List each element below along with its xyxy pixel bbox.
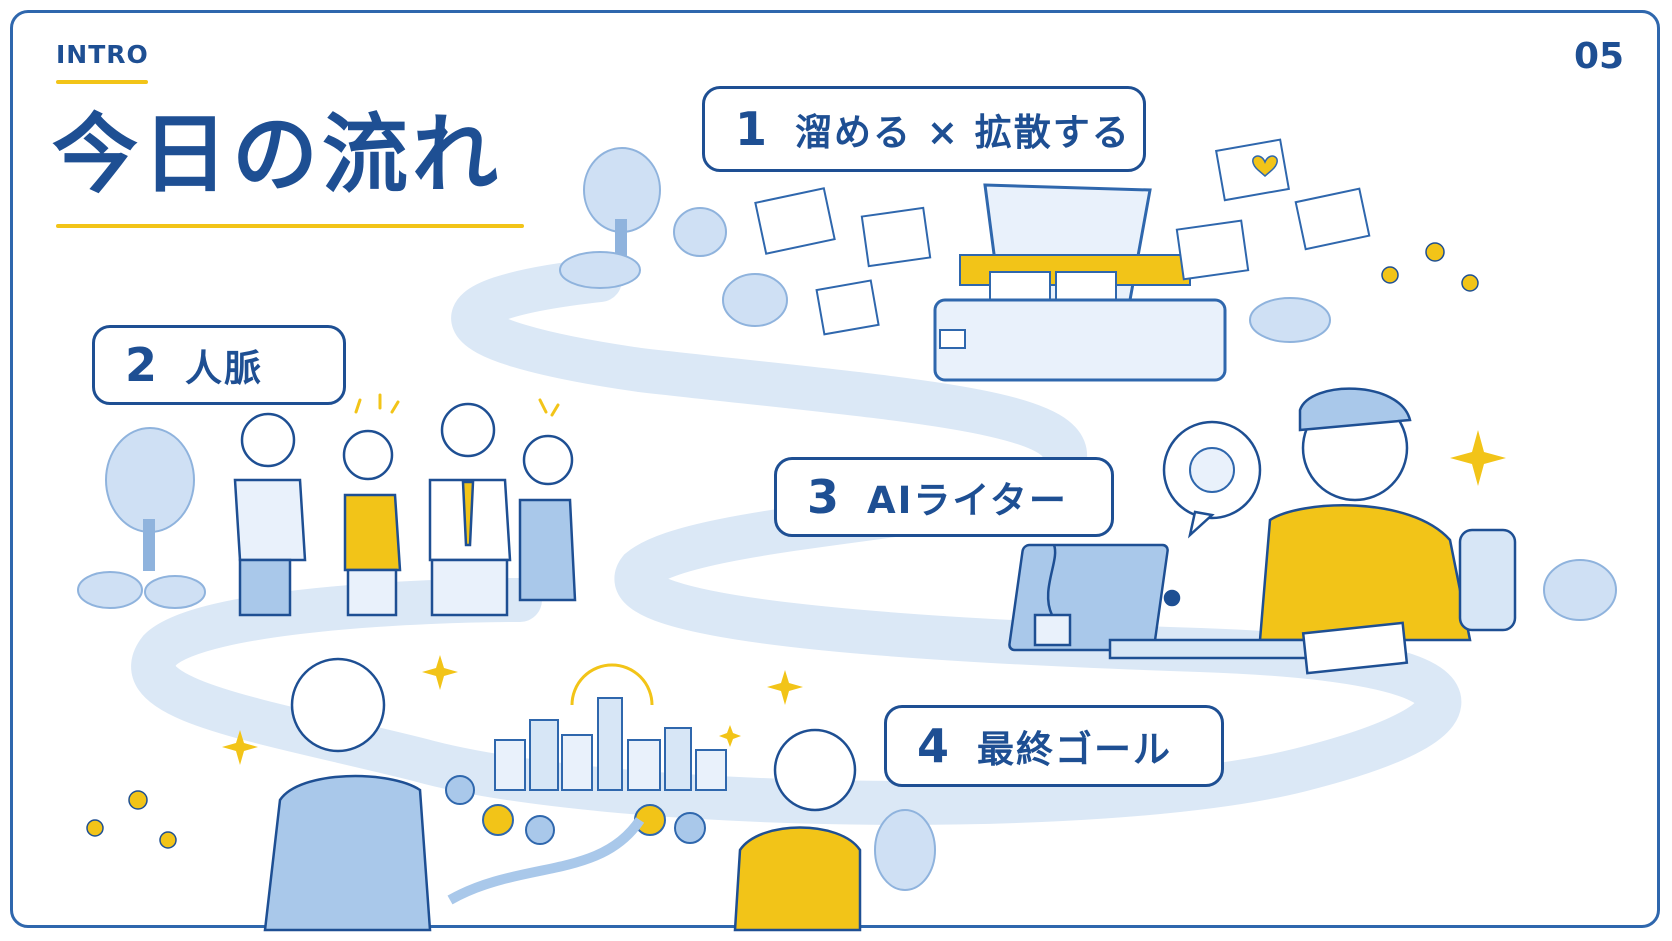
- ai-brain-bubble-icon: [1162, 420, 1262, 539]
- city-goal-illustration: [263, 657, 862, 932]
- people-group-illustration: [233, 402, 577, 617]
- step-2-box: 2 人脈: [92, 325, 346, 405]
- flower-icon: [86, 242, 1479, 849]
- step-label: 人脈: [185, 347, 264, 390]
- step-3-box: 3 AIライター: [774, 457, 1114, 537]
- step-number: 3: [807, 470, 840, 524]
- tree-icon: [77, 147, 1617, 891]
- step-1-box: 1 溜める × 拡散する: [702, 86, 1146, 172]
- step-label: 最終ゴール: [977, 728, 1173, 771]
- ai-writer-illustration: [1008, 387, 1517, 675]
- title-underline: [56, 224, 524, 228]
- suitcase-illustration: [754, 138, 1371, 382]
- sparkle-icon: [354, 393, 560, 417]
- step-number: 4: [917, 719, 950, 773]
- step-number: 2: [125, 338, 158, 392]
- step-label: 溜める × 拡散する: [795, 111, 1131, 154]
- section-label: INTRO: [56, 40, 149, 69]
- star-icon: [222, 430, 1506, 765]
- section-underline: [56, 80, 148, 84]
- page-title: 今日の流れ: [52, 104, 502, 205]
- step-4-box: 4 最終ゴール: [884, 705, 1224, 787]
- page-number: 05: [1574, 36, 1625, 77]
- step-label: AIライター: [867, 479, 1068, 522]
- step-number: 1: [735, 102, 768, 156]
